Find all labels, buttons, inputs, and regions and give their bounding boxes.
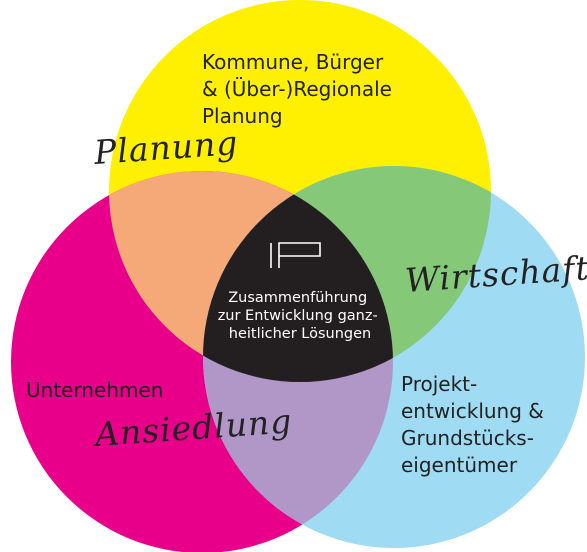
label-projektentwicklung: Projekt- entwicklung & Grundstücks- eige… xyxy=(401,372,550,477)
overlap-center xyxy=(203,171,393,382)
label-kommune: Kommune, Bürger & (Über-)Regionale Planu… xyxy=(202,50,398,128)
center-label: Zusammenführung zur Entwicklung ganz- he… xyxy=(218,290,383,342)
lf-logo-icon xyxy=(270,242,321,268)
label-unternehmen: Unternehmen xyxy=(26,378,163,402)
